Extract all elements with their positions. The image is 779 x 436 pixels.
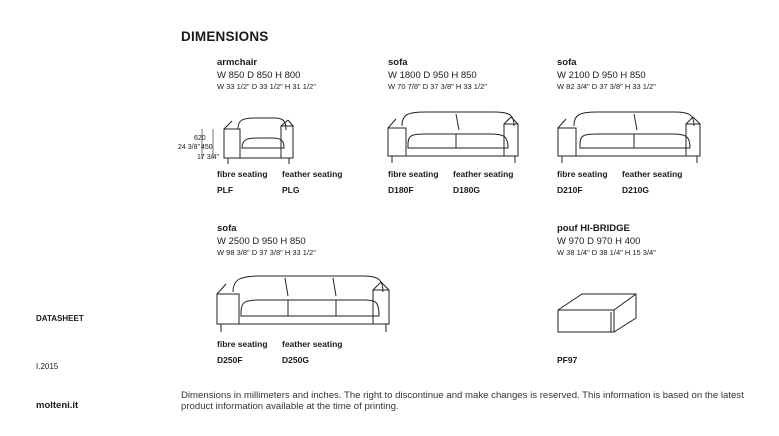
sofa-1800-code-feather: D180G [453, 185, 480, 195]
armchair-drawing [201, 117, 294, 164]
sofa-1800-name: sofa [388, 57, 408, 68]
datasheet-label: DATASHEET [36, 314, 84, 323]
sofa-1800-code-fibre: D180F [388, 185, 414, 195]
pouf-dimensions-mm: W 970 D 970 H 400 [557, 236, 641, 247]
pouf-drawing [557, 293, 637, 333]
armchair-seat-height-inch: 17 3/4" [197, 154, 219, 161]
sofa-2100-fibre-label: fibre seating [557, 169, 608, 179]
sofa-1800-fibre-label: fibre seating [388, 169, 439, 179]
sofa-2500-dimensions-mm: W 2500 D 950 H 850 [217, 236, 306, 247]
sofa-1800-drawing [387, 111, 519, 163]
sofa-2100-drawing [557, 111, 701, 163]
armchair-feather-label: feather seating [282, 169, 343, 179]
armchair-dimensions-mm: W 850 D 850 H 800 [217, 70, 301, 81]
armchair-back-height-inch: 24 3/8" [178, 144, 200, 151]
footnote: Dimensions in millimeters and inches. Th… [181, 390, 744, 412]
pouf-dimensions-inch: W 38 1/4" D 38 1/4" H 15 3/4" [557, 248, 656, 257]
sofa-1800-dimensions-inch: W 70 7/8" D 37 3/8" H 33 1/2" [388, 82, 487, 91]
sofa-2100-feather-label: feather seating [622, 169, 683, 179]
sofa-2100-dimensions-mm: W 2100 D 950 H 850 [557, 70, 646, 81]
pouf-code: PF97 [557, 355, 578, 365]
armchair-fibre-label: fibre seating [217, 169, 268, 179]
sofa-1800-feather-label: feather seating [453, 169, 514, 179]
armchair-code-feather: PLG [282, 185, 300, 195]
sofa-2100-code-fibre: D210F [557, 185, 583, 195]
armchair-code-fibre: PLF [217, 185, 234, 195]
sofa-2100-code-feather: D210G [622, 185, 649, 195]
sofa-2100-name: sofa [557, 57, 577, 68]
sofa-2500-feather-label: feather seating [282, 339, 343, 349]
sofa-2500-drawing [216, 275, 390, 332]
sofa-2500-code-fibre: D250F [217, 355, 243, 365]
sofa-2100-dimensions-inch: W 82 3/4" D 37 3/8" H 33 1/2" [557, 82, 656, 91]
sofa-2500-name: sofa [217, 223, 237, 234]
sofa-2500-dimensions-inch: W 98 3/8" D 37 3/8" H 33 1/2" [217, 248, 316, 257]
armchair-dimensions-inch: W 33 1/2" D 33 1/2" H 31 1/2" [217, 82, 316, 91]
brand-link[interactable]: molteni.it [36, 400, 79, 411]
armchair-name: armchair [217, 57, 258, 68]
edition-date: I.2015 [36, 362, 59, 371]
sofa-2500-fibre-label: fibre seating [217, 339, 268, 349]
armchair-back-height: 620 [194, 135, 206, 142]
sofa-2500-code-feather: D250G [282, 355, 309, 365]
armchair-seat-height: 450 [201, 144, 213, 151]
page-title: DIMENSIONS [181, 29, 269, 44]
pouf-name: pouf HI-BRIDGE [557, 223, 630, 234]
sofa-1800-dimensions-mm: W 1800 D 950 H 850 [388, 70, 477, 81]
